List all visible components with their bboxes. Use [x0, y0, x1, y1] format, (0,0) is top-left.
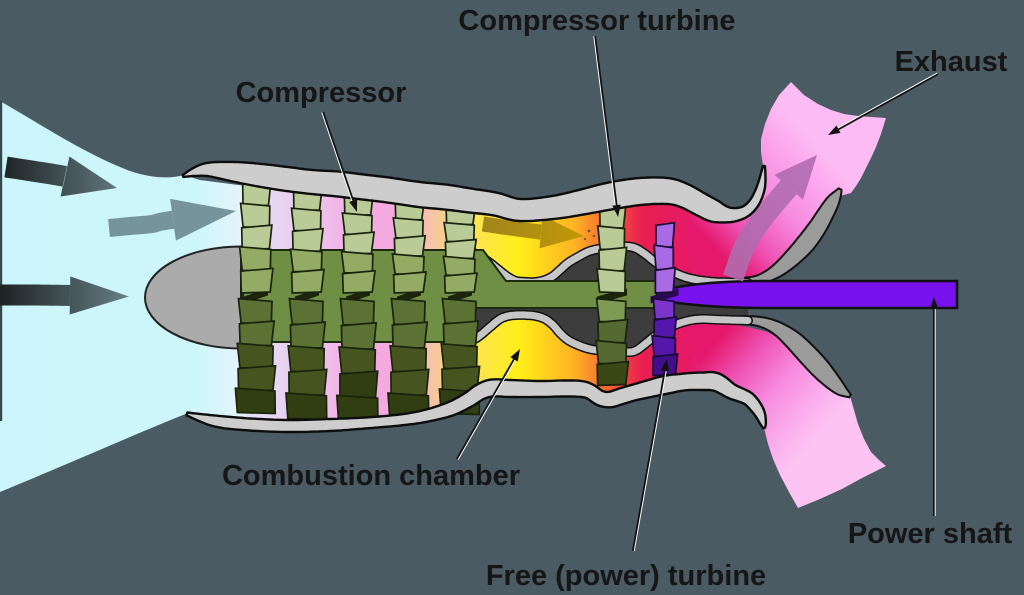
svg-text:Compressor turbine: Compressor turbine: [458, 5, 735, 37]
svg-text:Compressor: Compressor: [236, 77, 407, 109]
svg-text:Exhaust: Exhaust: [895, 46, 1008, 78]
svg-text:Free (power) turbine: Free (power) turbine: [486, 560, 766, 592]
svg-text:Power shaft: Power shaft: [848, 518, 1013, 550]
svg-text:Combustion chamber: Combustion chamber: [222, 460, 520, 492]
